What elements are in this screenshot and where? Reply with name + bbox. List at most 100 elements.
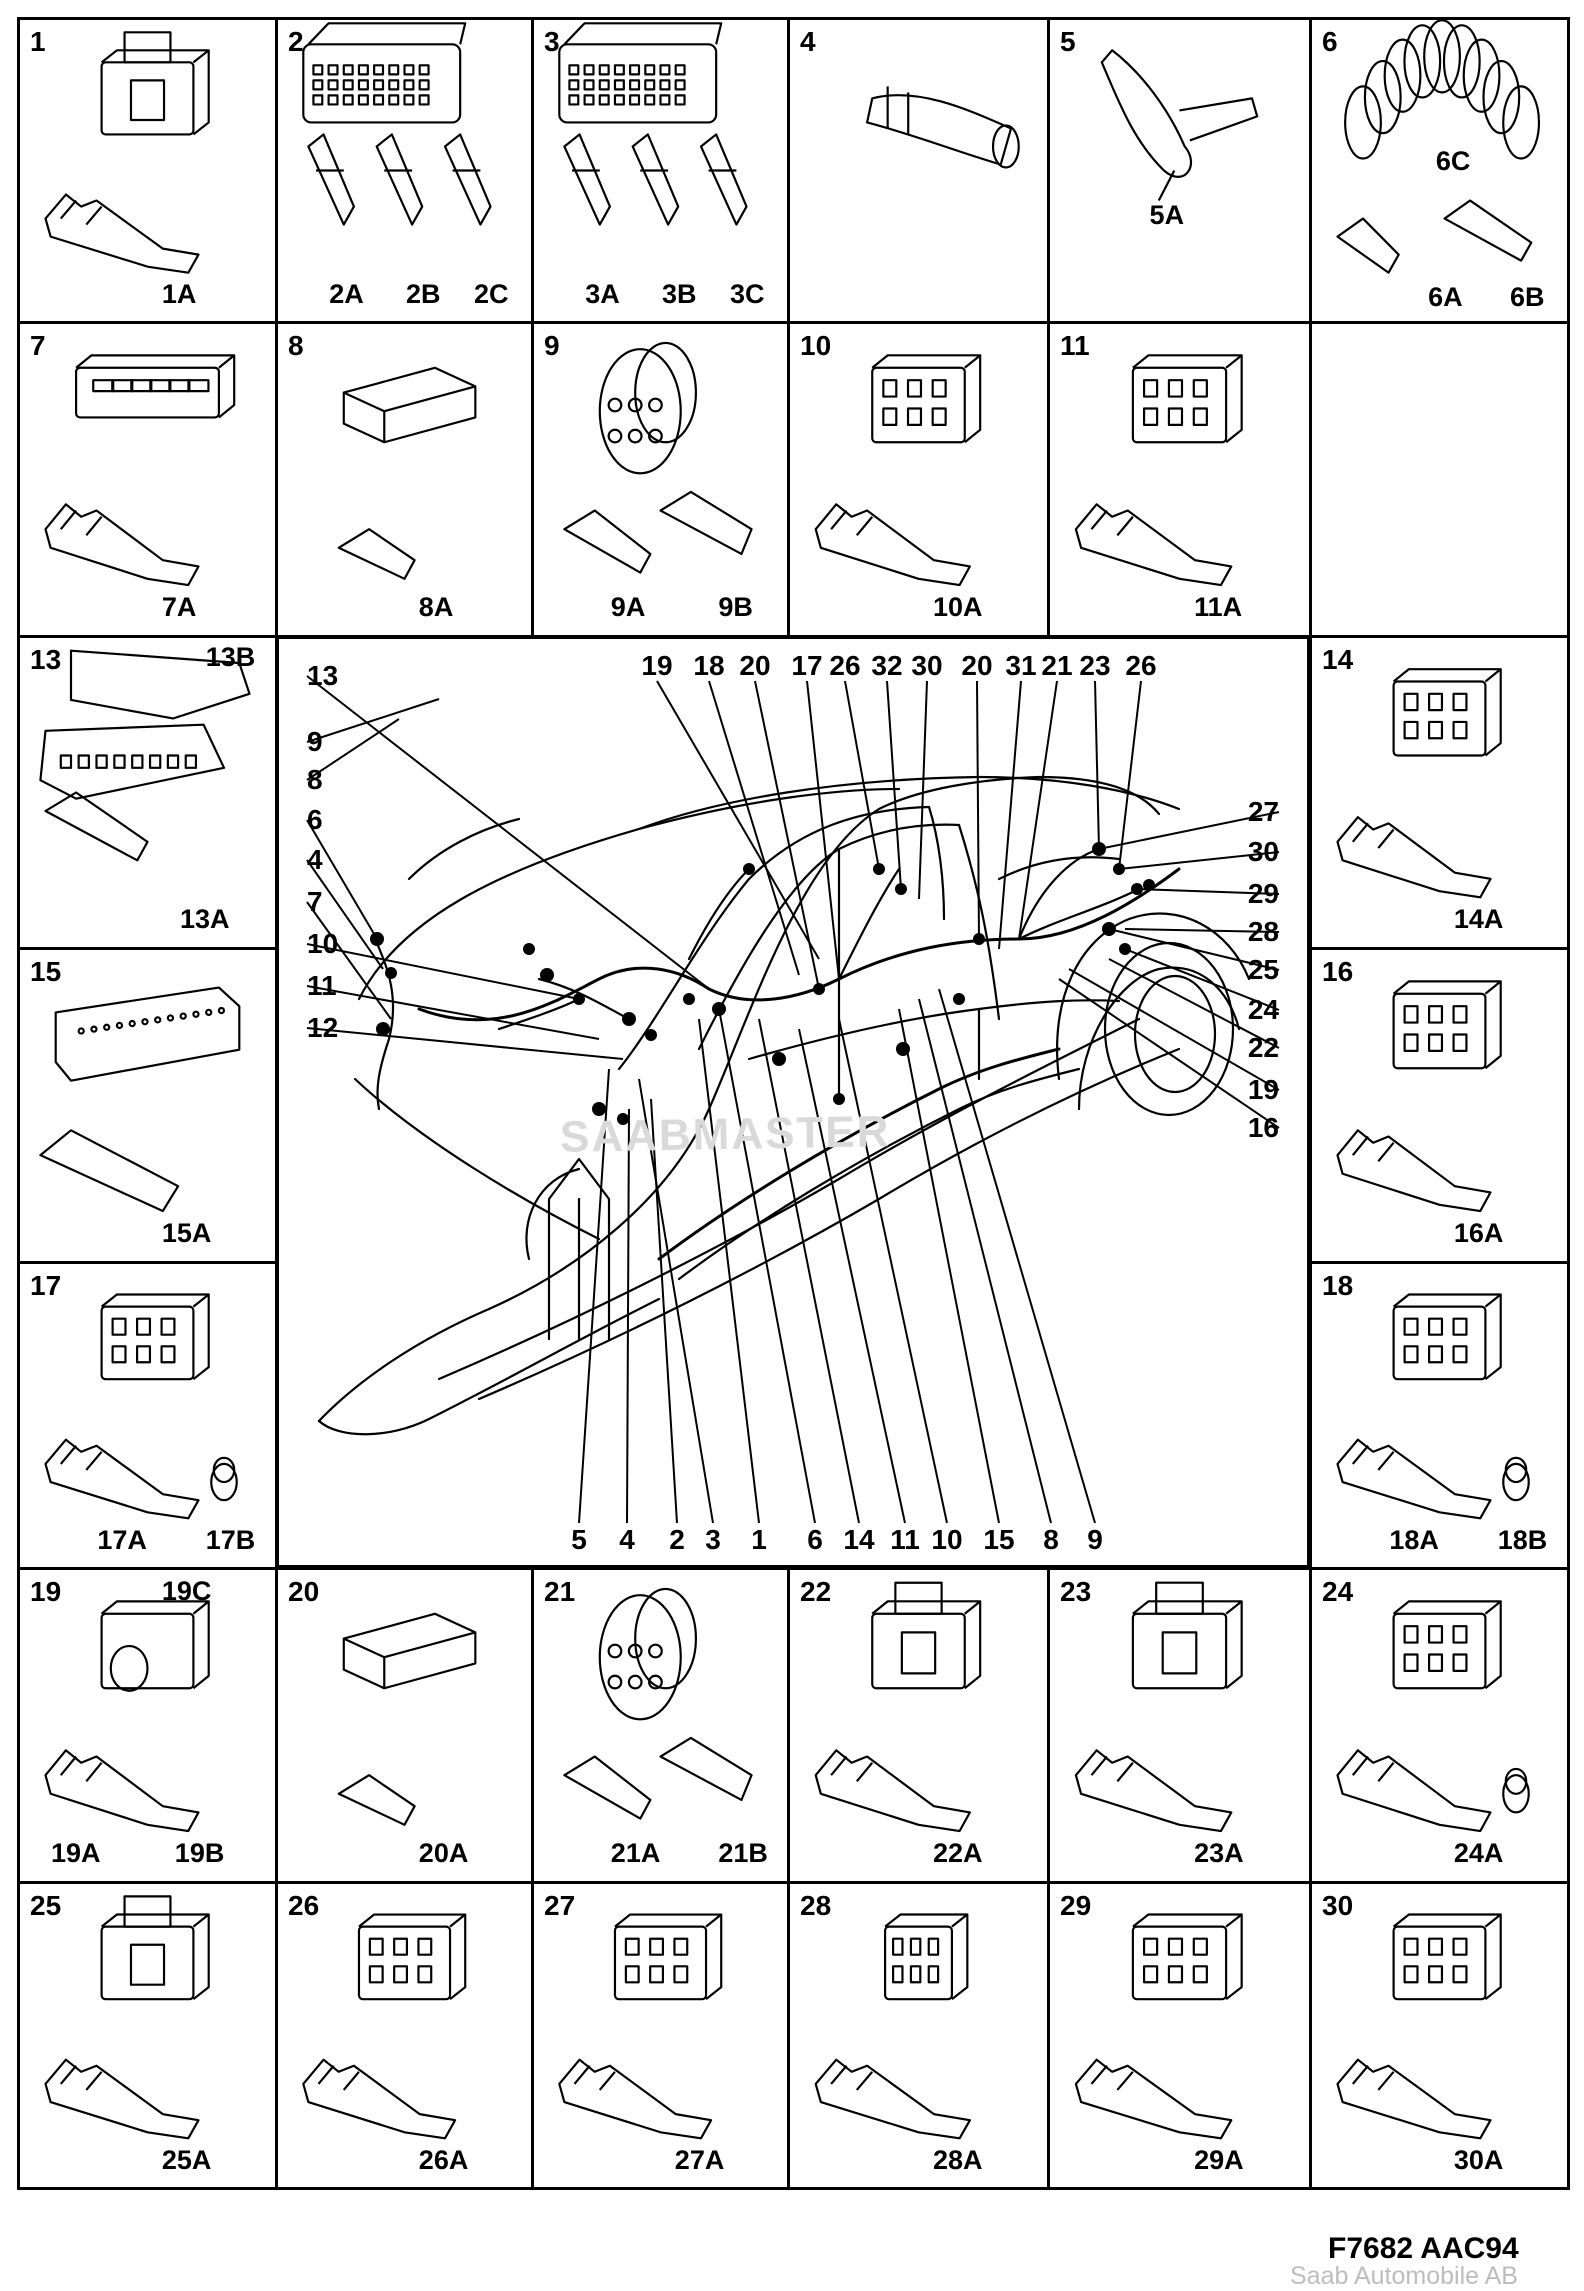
sub-part-label: 1A <box>161 279 197 310</box>
callout-right-2: 29 <box>1248 878 1279 909</box>
sub-part-label: 16A <box>1453 1218 1504 1249</box>
connector-drawing <box>39 649 251 862</box>
connector-drawing <box>1336 1293 1530 1520</box>
connector-drawing <box>814 1581 982 1833</box>
sub-part-label: 2C <box>474 279 509 310</box>
part-number: 22 <box>800 1576 832 1607</box>
connector-drawing <box>1336 1913 1502 2140</box>
figure-code: F7682 AAC94 <box>1328 2232 1519 2265</box>
callout-bottom-3: 3 <box>705 1524 721 1555</box>
leader-line <box>998 680 1022 950</box>
leader-line <box>626 1108 630 1524</box>
leader-line <box>976 680 980 940</box>
part-number: 14 <box>1322 644 1354 675</box>
callout-bottom-6: 14 <box>843 1524 875 1555</box>
part-number: 26 <box>288 1890 320 1921</box>
connector-drawing <box>302 22 492 226</box>
sub-part-label: 24A <box>1453 1838 1504 1869</box>
part-cell-29: 29 29A <box>1047 1881 1312 2190</box>
sub-part-label: 28A <box>933 2145 983 2176</box>
sub-part-label: 9A <box>610 592 646 623</box>
callout-top-9: 21 <box>1041 650 1072 681</box>
sub-part-label: 7A <box>161 592 197 623</box>
sub-part-label: 15A <box>161 1218 212 1249</box>
sub-part-label: 10A <box>933 592 983 623</box>
leader-line <box>798 1028 906 1524</box>
callout-left-7: 11 <box>307 970 337 1001</box>
part-number: 8 <box>288 330 304 361</box>
leader-line <box>306 1027 624 1060</box>
sub-part-label: 13A <box>179 904 230 935</box>
part-number: 29 <box>1060 1890 1092 1921</box>
part-number: 7 <box>30 330 46 361</box>
part-number: 15 <box>30 956 62 987</box>
sub-part-label: 29A <box>1194 2145 1244 2176</box>
leader-line <box>1136 888 1280 895</box>
part-number: 20 <box>288 1576 320 1607</box>
leader-line <box>1118 851 1280 870</box>
connector-drawing <box>814 354 982 587</box>
leader-line <box>1018 680 1058 940</box>
callout-bottom-2: 2 <box>669 1524 685 1555</box>
part-cell-24: 24 24A <box>1309 1567 1570 1884</box>
part-cell-14: 14 14A <box>1309 635 1570 950</box>
leader-line <box>754 680 820 990</box>
sub-part-label: 14A <box>1453 904 1504 935</box>
callout-left-6: 10 <box>307 928 338 959</box>
part-number: 6 <box>1322 26 1338 57</box>
leader-line <box>938 988 1096 1524</box>
callout-top-4: 26 <box>829 650 860 681</box>
callout-bottom-10: 8 <box>1043 1524 1059 1555</box>
connector-drawing <box>44 1895 210 2140</box>
sub-part-label: 21A <box>610 1838 661 1869</box>
sub-part-label: 22A <box>933 1838 983 1869</box>
leader-line <box>306 718 400 781</box>
leader-line <box>1118 680 1142 870</box>
leader-line <box>650 1098 678 1524</box>
copyright-notice: Saab Automobile AB <box>1290 2262 1518 2290</box>
callout-left-1: 9 <box>307 726 323 757</box>
connector-drawing <box>866 86 1020 169</box>
connector-drawing <box>39 986 241 1213</box>
connector-drawing <box>558 22 748 226</box>
leader-line <box>306 698 440 743</box>
callout-bottom-5: 6 <box>807 1524 823 1555</box>
sub-part-label: 6A <box>1428 282 1463 313</box>
part-number: 19 <box>30 1576 62 1607</box>
leader-line <box>708 680 800 976</box>
watermark: SAABMASTER <box>559 1107 891 1162</box>
part-cell-empty <box>1309 321 1570 638</box>
connector-drawing <box>814 1913 971 2140</box>
callout-bottom-11: 9 <box>1087 1524 1103 1555</box>
leader-line <box>918 998 1052 1524</box>
part-cell-7: 7 7A <box>17 321 278 638</box>
connector-drawing <box>558 1913 723 2140</box>
part-number: 24 <box>1322 1576 1354 1607</box>
callout-right-6: 22 <box>1248 1032 1279 1063</box>
part-number: 17 <box>30 1270 62 1301</box>
connector-drawing <box>44 1600 210 1833</box>
callout-bottom-0: 5 <box>571 1524 587 1555</box>
part-number: 27 <box>544 1890 576 1921</box>
callout-top-5: 32 <box>871 650 902 681</box>
sub-part-label: 17A <box>97 1525 147 1556</box>
callout-top-10: 23 <box>1079 650 1110 681</box>
leader-line <box>1124 948 1280 1011</box>
leader-line <box>1108 928 1280 971</box>
connector-drawing <box>1100 49 1259 202</box>
sub-part-label: 9B <box>718 592 753 623</box>
part-number: 5 <box>1060 26 1076 57</box>
leader-line <box>306 985 600 1040</box>
leader-line <box>1058 978 1280 1129</box>
callout-left-2: 8 <box>307 764 323 795</box>
